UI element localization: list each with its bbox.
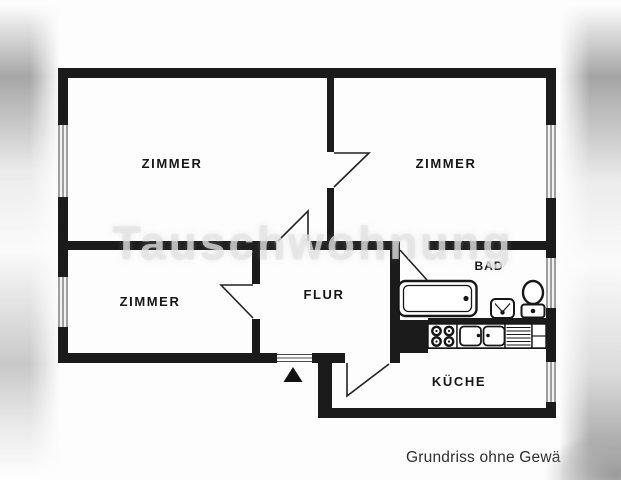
wall-bottom-nub (332, 353, 345, 363)
door-flur-to-zimmer-top-left (277, 209, 309, 242)
window-zimmer-top-right (546, 125, 556, 198)
entrance-threshold (277, 353, 312, 363)
wall-bottom-left (58, 353, 332, 363)
walls (58, 68, 556, 418)
room-label-zimmer-top-right: ZIMMER (416, 156, 477, 171)
bathtub-icon (397, 279, 478, 318)
wall-counter-mass (390, 320, 428, 353)
toilet-icon (520, 279, 546, 319)
kitchen-sink-icon (456, 323, 506, 349)
bathroom-fixtures (397, 279, 546, 319)
wall-flur-left-a (252, 241, 260, 284)
wall-upper-divider-b (327, 188, 334, 250)
wall-middle-c (428, 241, 551, 250)
door-flur-to-bad (399, 249, 428, 281)
cabinet-icon (531, 323, 547, 349)
wall-middle-b (310, 241, 398, 250)
entrance-marker-triangle (283, 367, 303, 382)
wall-kitchen-bottom (318, 408, 556, 418)
wall-flur-right (390, 241, 400, 363)
wall-left (58, 68, 68, 363)
window-bad (546, 258, 556, 308)
wall-flur-left-b (252, 319, 260, 363)
room-label-kueche: KÜCHE (432, 374, 486, 389)
wall-kitchen-left (318, 353, 332, 418)
room-label-bad: BAD (475, 259, 504, 273)
doors (219, 152, 428, 398)
door-between-upper-rooms (333, 152, 371, 188)
wall-upper-divider-a (327, 78, 334, 152)
drainer-icon (504, 323, 533, 349)
kitchen-fixtures (427, 323, 547, 349)
room-label-zimmer-bottom-left: ZIMMER (120, 294, 181, 309)
wall-counter-top (428, 318, 546, 324)
wall-middle-a (63, 241, 277, 250)
door-flur-to-kueche (346, 363, 390, 398)
disclaimer-caption: Grundriss ohne Gewä (406, 449, 561, 466)
room-label-flur: FLUR (303, 287, 344, 302)
window-zimmer-bottom-left (58, 277, 68, 327)
window-zimmer-top-left (58, 125, 68, 197)
washbasin-icon (490, 298, 515, 319)
door-flur-to-zimmer-bottom-left (219, 284, 254, 319)
window-kueche (546, 362, 556, 402)
wall-top (58, 68, 556, 78)
stove-icon (427, 323, 458, 349)
room-label-zimmer-top-left: ZIMMER (142, 156, 203, 171)
